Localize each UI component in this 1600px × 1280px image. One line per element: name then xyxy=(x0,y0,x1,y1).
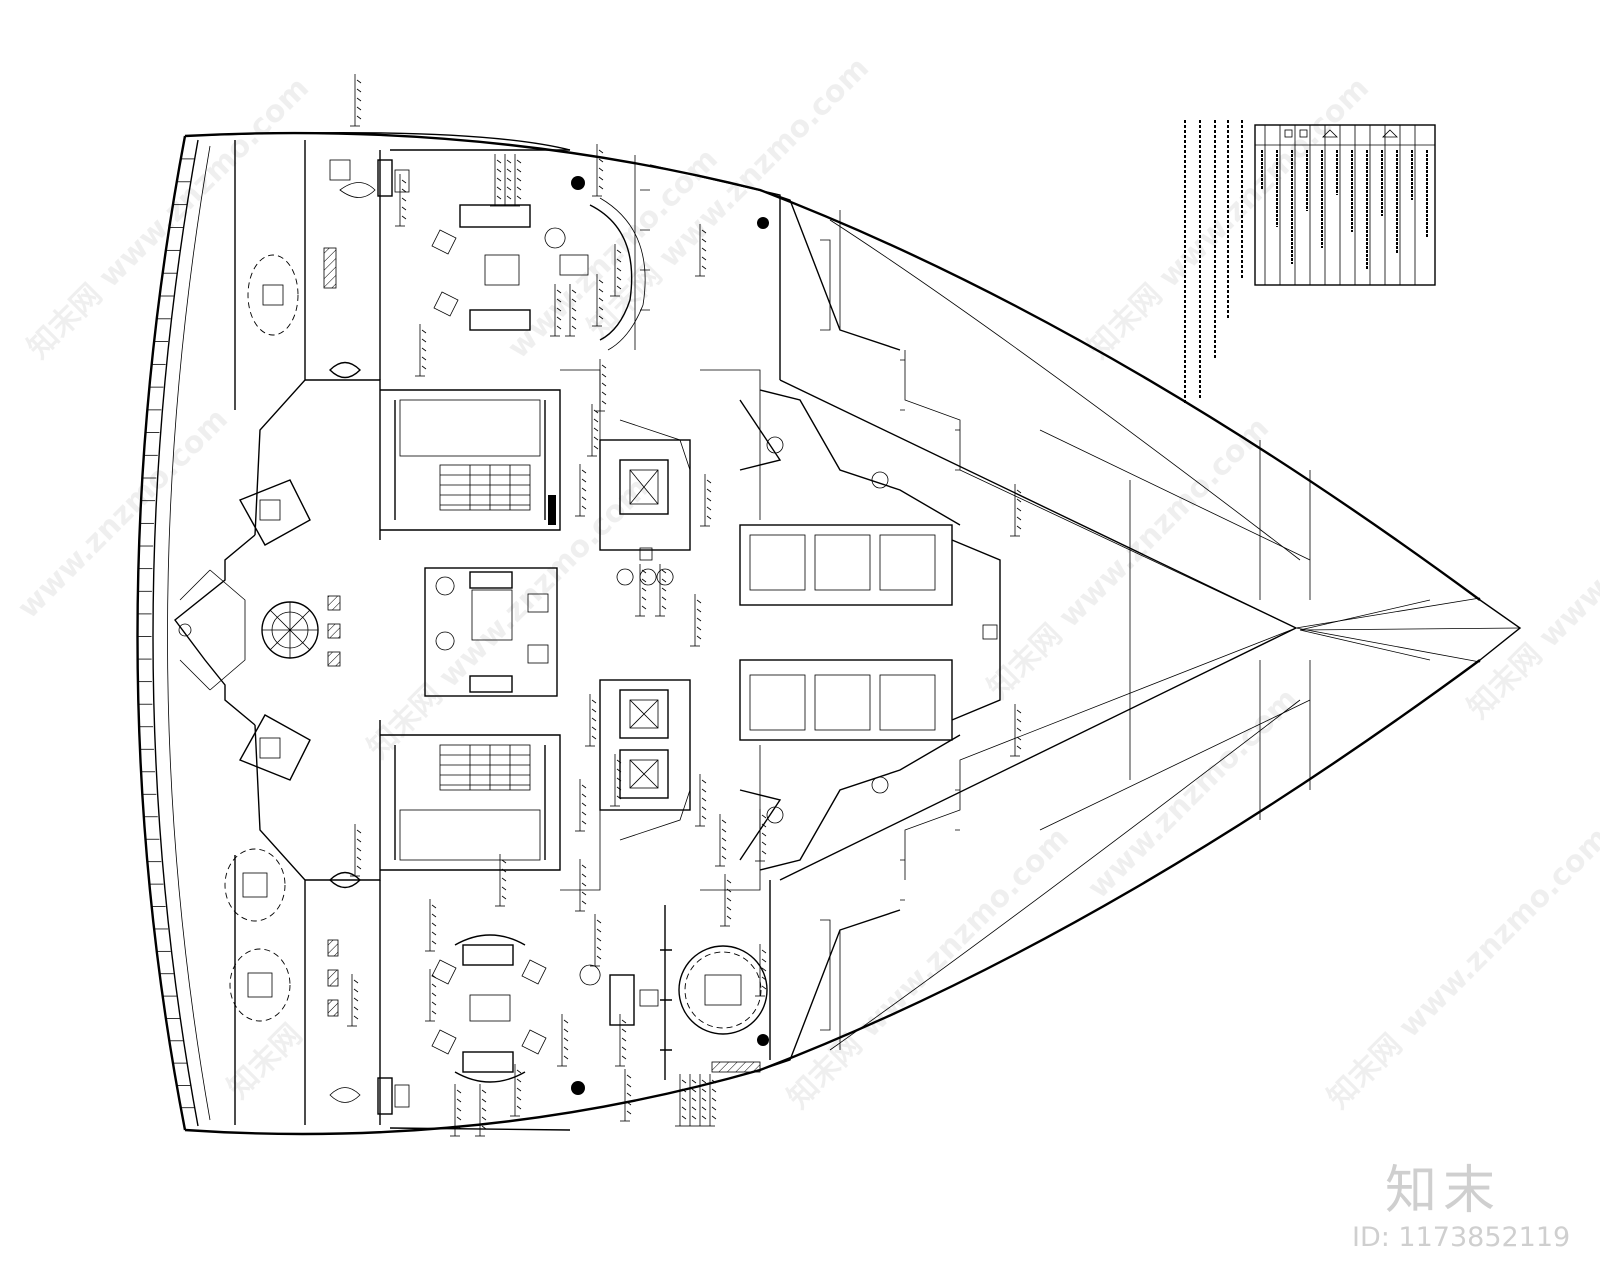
annotation-tag xyxy=(500,154,512,207)
annotation-tag xyxy=(510,1064,522,1117)
svg-text:知末网 www.znzmo.com: 知末网 www.znzmo.com xyxy=(581,51,876,346)
annotation-tag xyxy=(705,1074,717,1127)
image-id-label: ID: 1173852119 xyxy=(1352,1222,1571,1253)
annotation-tag xyxy=(592,274,604,327)
facade-mullions xyxy=(137,135,199,1131)
annotation-tag xyxy=(595,359,607,412)
annotation-tag xyxy=(425,969,437,1022)
annotation-tag xyxy=(610,754,622,807)
annotation-tag xyxy=(495,854,507,907)
annotation-tag xyxy=(347,974,359,1027)
annotation-tags xyxy=(347,74,1022,1137)
annotation-tag xyxy=(610,244,622,297)
svg-text:www.znzmo.com: www.znzmo.com xyxy=(1081,682,1305,906)
annotation-tag xyxy=(690,594,702,647)
annotation-tag xyxy=(715,814,727,867)
svg-text:知末网: 知末网 xyxy=(221,1017,309,1105)
annotation-tag xyxy=(695,224,707,277)
annotation-tag xyxy=(675,1074,687,1127)
legend-table xyxy=(1184,120,1436,405)
annotation-tag xyxy=(635,564,647,617)
brand-logo-text: 知末 xyxy=(1385,1161,1502,1221)
annotation-tag xyxy=(655,564,667,617)
lower-suite xyxy=(329,880,771,1131)
annotation-tag xyxy=(575,779,587,832)
annotation-tag xyxy=(1010,484,1022,537)
annotation-tag xyxy=(395,174,407,227)
annotation-tag xyxy=(450,1084,462,1137)
annotation-tag xyxy=(587,404,599,457)
svg-text:知末网 www.znzmo.com: 知末网 www.znzmo.com xyxy=(981,411,1276,706)
annotation-tag xyxy=(565,284,577,337)
annotation-tag xyxy=(685,1074,697,1127)
annotation-tag xyxy=(350,824,362,877)
hull-outline xyxy=(136,131,1522,1136)
upper-suite xyxy=(329,149,781,380)
annotation-tag xyxy=(415,324,427,377)
terrace-zone xyxy=(224,140,339,1125)
central-lobby xyxy=(174,361,381,889)
svg-text:www.znzmo.com: www.znzmo.com xyxy=(11,402,235,626)
annotation-tag xyxy=(755,944,767,997)
annotation-tag xyxy=(695,1074,707,1127)
annotation-tag xyxy=(575,464,587,517)
watermark-layer: 知末网 www.znzmo.com www.znzmo.com 知末网 www.… xyxy=(11,51,1600,1116)
annotation-tag xyxy=(720,874,732,927)
svg-text:知末网 www.znzmo.com: 知末网 www.znzmo.com xyxy=(361,471,656,766)
annotation-tag xyxy=(557,1014,569,1067)
annotation-tag xyxy=(700,474,712,527)
annotation-tag xyxy=(695,774,707,827)
annotation-tag xyxy=(755,809,767,862)
svg-text:知末网 www.znzmo.com: 知末网 www.znzmo.com xyxy=(21,71,316,366)
annotation-tag xyxy=(510,154,522,207)
annotation-tag xyxy=(592,144,604,197)
annotation-tag xyxy=(350,74,362,127)
annotation-tag xyxy=(585,694,597,747)
service-core xyxy=(380,369,1001,891)
annotation-tag xyxy=(575,859,587,912)
annotation-tag xyxy=(490,154,502,207)
annotation-tag xyxy=(1010,704,1022,757)
annotation-tag xyxy=(620,1069,632,1122)
svg-text:知末网 www.znzmo.com: 知末网 www.znzmo.com xyxy=(1461,431,1600,726)
annotation-tag xyxy=(425,899,437,952)
annotation-tag xyxy=(550,284,562,337)
annotation-tag xyxy=(475,1084,487,1137)
svg-text:知末网 www.znzmo.com: 知末网 www.znzmo.com xyxy=(1321,821,1600,1116)
annotation-tag xyxy=(590,914,602,967)
annotation-tag xyxy=(615,1014,627,1067)
svg-text:知末网 www.znzmo.com: 知末网 www.znzmo.com xyxy=(1081,71,1376,366)
